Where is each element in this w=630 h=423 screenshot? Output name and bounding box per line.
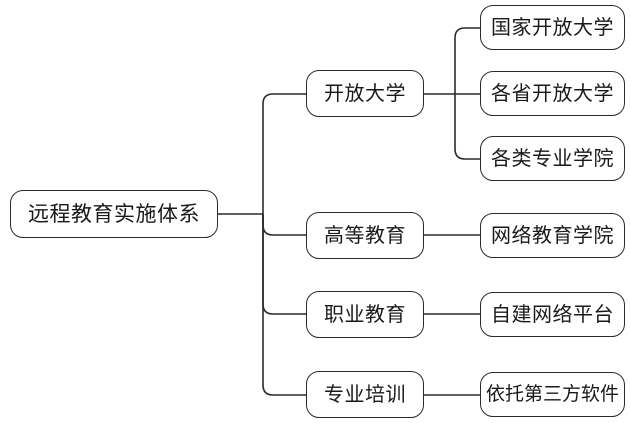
link-root-to-open-university	[262, 93, 306, 214]
link-root-to-higher-education	[262, 214, 306, 236]
node-national-open-university[interactable]: 国家开放大学	[480, 5, 625, 50]
node-root-label: 远程教育实施体系	[28, 201, 200, 226]
node-online-education-college[interactable]: 网络教育学院	[480, 213, 625, 258]
node-open-university[interactable]: 开放大学	[306, 70, 424, 117]
node-open-university-label: 开放大学	[324, 82, 406, 105]
node-vocational-education[interactable]: 职业教育	[306, 291, 424, 338]
link-open-university-to-national	[454, 27, 480, 94]
node-provincial-open-university-label: 各省开放大学	[491, 82, 614, 105]
node-vocational-education-label: 职业教育	[324, 303, 406, 326]
node-provincial-open-university[interactable]: 各省开放大学	[480, 71, 625, 116]
node-professional-training[interactable]: 专业培训	[306, 371, 424, 418]
link-root-to-vocational-education	[262, 214, 306, 315]
link-root-to-professional-training	[262, 214, 306, 396]
node-professional-training-label: 专业培训	[324, 383, 406, 406]
link-open-university-to-colleges	[454, 94, 480, 160]
node-self-built-platform[interactable]: 自建网络平台	[480, 292, 625, 337]
node-higher-education[interactable]: 高等教育	[306, 212, 424, 259]
node-online-education-college-label: 网络教育学院	[491, 224, 614, 247]
node-specialized-colleges-label: 各类专业学院	[491, 147, 614, 170]
node-third-party-software[interactable]: 依托第三方软件	[480, 372, 625, 417]
node-root[interactable]: 远程教育实施体系	[10, 190, 218, 238]
node-higher-education-label: 高等教育	[324, 224, 406, 247]
node-third-party-software-label: 依托第三方软件	[485, 384, 619, 405]
node-self-built-platform-label: 自建网络平台	[491, 303, 614, 326]
node-national-open-university-label: 国家开放大学	[491, 16, 614, 39]
node-specialized-colleges[interactable]: 各类专业学院	[480, 136, 625, 181]
